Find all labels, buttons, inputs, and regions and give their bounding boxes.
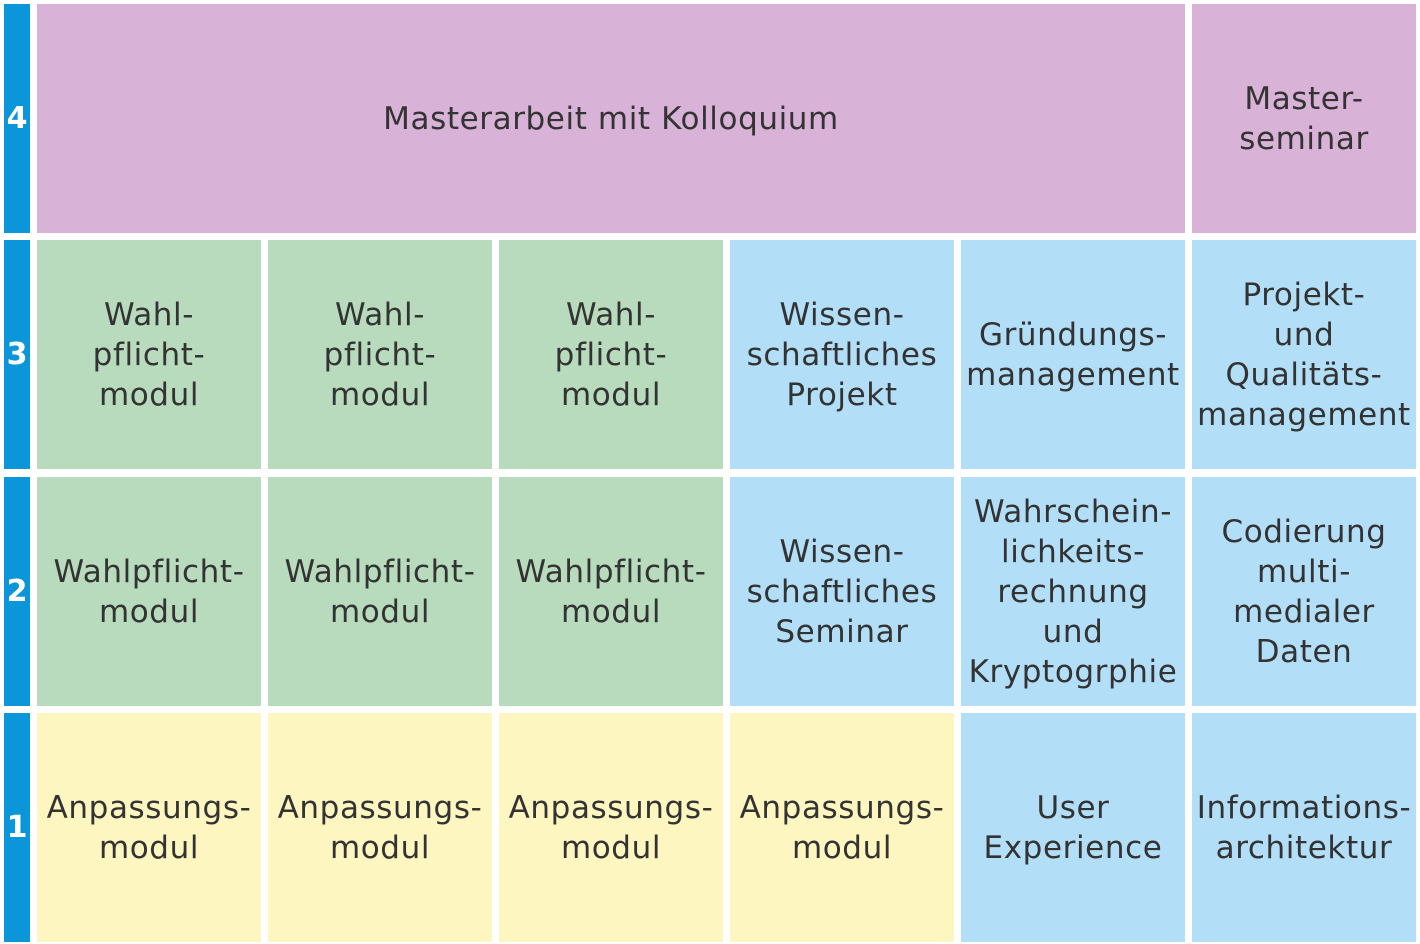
anpassungsmodul-cell: Anpassungs- modul (268, 713, 492, 942)
codierung-multimedialer-daten-line: medialer (1233, 593, 1375, 630)
anpassungsmodul-line: modul (329, 829, 431, 866)
codierung-multimedialer-daten-line: Daten (1255, 633, 1353, 670)
anpassungsmodul-line: Anpassungs- (508, 789, 714, 826)
anpassungsmodul-cell: Anpassungs- modul (730, 713, 954, 942)
wahlpflichtmodul-line: Wahl- (334, 296, 426, 333)
wahlpflichtmodul-line: modul (98, 593, 200, 630)
wahrscheinlichkeitsrechnung-cell: Wahrschein- lichkeits- rechnung und Kryp… (961, 477, 1185, 706)
informationsarchitektur-line: architektur (1215, 829, 1393, 866)
wissenschaftliches-seminar-cell: Wissen- schaftliches Seminar (730, 477, 954, 706)
anpassungsmodul-line: Anpassungs- (277, 789, 483, 826)
gruendungsmanagement-cell: Gründungs- management (961, 240, 1185, 469)
wahlpflichtmodul-line: pflicht- (323, 336, 437, 373)
anpassungsmodul-line: modul (791, 829, 893, 866)
wahlpflichtmodul-cell: Wahlpflicht- modul (37, 477, 261, 706)
wahrscheinlichkeitsrechnung-line: Wahrschein- (973, 493, 1172, 530)
wahrscheinlichkeitsrechnung-line: Kryptogrphie (968, 653, 1178, 690)
wahlpflichtmodul-label: Wahlpflicht- modul (54, 552, 245, 632)
wahrscheinlichkeitsrechnung-line: und (1042, 613, 1104, 650)
anpassungsmodul-line: modul (560, 829, 662, 866)
wahlpflichtmodul-line: Wahlpflicht- (284, 553, 476, 590)
wahlpflichtmodul-line: modul (560, 376, 662, 413)
semester-label-2: 2 (4, 477, 30, 706)
projekt-qualitaetsmanagement-line: und (1273, 316, 1335, 353)
gruendungsmanagement-line: management (966, 356, 1180, 393)
wissenschaftliches-projekt-cell: Wissen- schaftliches Projekt (730, 240, 954, 469)
wahlpflichtmodul-label: Wahlpflicht- modul (285, 552, 476, 632)
anpassungsmodul-line: Anpassungs- (46, 789, 252, 826)
informationsarchitektur-cell: Informations- architektur (1192, 713, 1416, 942)
wahlpflichtmodul-label: Wahl- pflicht- modul (324, 295, 437, 415)
wahlpflichtmodul-line: pflicht- (92, 336, 206, 373)
wissenschaftliches-seminar-line: Wissen- (779, 533, 905, 570)
wissenschaftliches-projekt-line: Projekt (786, 376, 898, 413)
projekt-qualitaetsmanagement-line: Projekt- (1242, 276, 1366, 313)
anpassungsmodul-label: Anpassungs- modul (278, 788, 483, 868)
masterseminar-line: seminar (1239, 120, 1369, 157)
masterseminar-cell: Master- seminar (1192, 4, 1416, 233)
anpassungsmodul-cell: Anpassungs- modul (499, 713, 723, 942)
projekt-qualitaetsmanagement-line: management (1197, 396, 1411, 433)
wahlpflichtmodul-line: Wahlpflicht- (515, 553, 707, 590)
anpassungsmodul-line: modul (98, 829, 200, 866)
user-experience-label: User Experience (984, 788, 1163, 868)
masterarbeit-cell: Masterarbeit mit Kolloquium (37, 4, 1185, 233)
informationsarchitektur-label: Informations- architektur (1197, 788, 1412, 868)
semester-label-1: 1 (4, 713, 30, 942)
user-experience-cell: User Experience (961, 713, 1185, 942)
codierung-multimedialer-daten-line: multi- (1256, 553, 1351, 590)
wahlpflichtmodul-cell: Wahl- pflicht- modul (268, 240, 492, 469)
wissenschaftliches-projekt-line: Wissen- (779, 296, 905, 333)
wissenschaftliches-seminar-label: Wissen- schaftliches Seminar (747, 532, 938, 652)
wahlpflichtmodul-label: Wahlpflicht- modul (516, 552, 707, 632)
anpassungsmodul-label: Anpassungs- modul (47, 788, 252, 868)
wahlpflichtmodul-label: Wahl- pflicht- modul (555, 295, 668, 415)
wahlpflichtmodul-cell: Wahlpflicht- modul (499, 477, 723, 706)
wahlpflichtmodul-cell: Wahl- pflicht- modul (37, 240, 261, 469)
anpassungsmodul-label: Anpassungs- modul (509, 788, 714, 868)
codierung-multimedialer-daten-cell: Codierung multi- medialer Daten (1192, 477, 1416, 706)
masterseminar-label: Master- seminar (1239, 79, 1369, 159)
masterseminar-line: Master- (1244, 80, 1364, 117)
projekt-qualitaetsmanagement-label: Projekt- und Qualitäts- management (1197, 275, 1411, 435)
gruendungsmanagement-line: Gründungs- (978, 316, 1168, 353)
user-experience-line: Experience (983, 829, 1163, 866)
semester-label-3: 3 (4, 240, 30, 469)
wahlpflichtmodul-line: Wahlpflicht- (53, 553, 245, 590)
anpassungsmodul-label: Anpassungs- modul (740, 788, 945, 868)
wahlpflichtmodul-cell: Wahl- pflicht- modul (499, 240, 723, 469)
wahlpflichtmodul-line: pflicht- (554, 336, 668, 373)
wahlpflichtmodul-line: modul (329, 376, 431, 413)
wahlpflichtmodul-cell: Wahlpflicht- modul (268, 477, 492, 706)
anpassungsmodul-cell: Anpassungs- modul (37, 713, 261, 942)
wissenschaftliches-seminar-line: schaftliches (746, 573, 938, 610)
wahrscheinlichkeitsrechnung-line: rechnung (997, 573, 1149, 610)
wissenschaftliches-projekt-line: schaftliches (746, 336, 938, 373)
wahlpflichtmodul-line: modul (560, 593, 662, 630)
informationsarchitektur-line: Informations- (1196, 789, 1412, 826)
masterarbeit-label: Masterarbeit mit Kolloquium (383, 100, 839, 137)
user-experience-line: User (1036, 789, 1110, 826)
semester-label-4: 4 (4, 4, 30, 233)
wahlpflichtmodul-line: modul (329, 593, 431, 630)
anpassungsmodul-line: Anpassungs- (739, 789, 945, 826)
projekt-qualitaetsmanagement-line: Qualitäts- (1225, 356, 1383, 393)
codierung-multimedialer-daten-label: Codierung multi- medialer Daten (1221, 512, 1386, 672)
wahlpflichtmodul-line: Wahl- (565, 296, 657, 333)
wahlpflichtmodul-label: Wahl- pflicht- modul (93, 295, 206, 415)
wissenschaftliches-seminar-line: Seminar (775, 613, 909, 650)
wahrscheinlichkeitsrechnung-line: lichkeits- (1001, 533, 1145, 570)
projekt-qualitaetsmanagement-cell: Projekt- und Qualitäts- management (1192, 240, 1416, 469)
wissenschaftliches-projekt-label: Wissen- schaftliches Projekt (747, 295, 938, 415)
wahlpflichtmodul-line: Wahl- (103, 296, 195, 333)
wahrscheinlichkeitsrechnung-label: Wahrschein- lichkeits- rechnung und Kryp… (969, 492, 1178, 692)
wahlpflichtmodul-line: modul (98, 376, 200, 413)
gruendungsmanagement-label: Gründungs- management (966, 315, 1180, 395)
codierung-multimedialer-daten-line: Codierung (1221, 513, 1387, 550)
